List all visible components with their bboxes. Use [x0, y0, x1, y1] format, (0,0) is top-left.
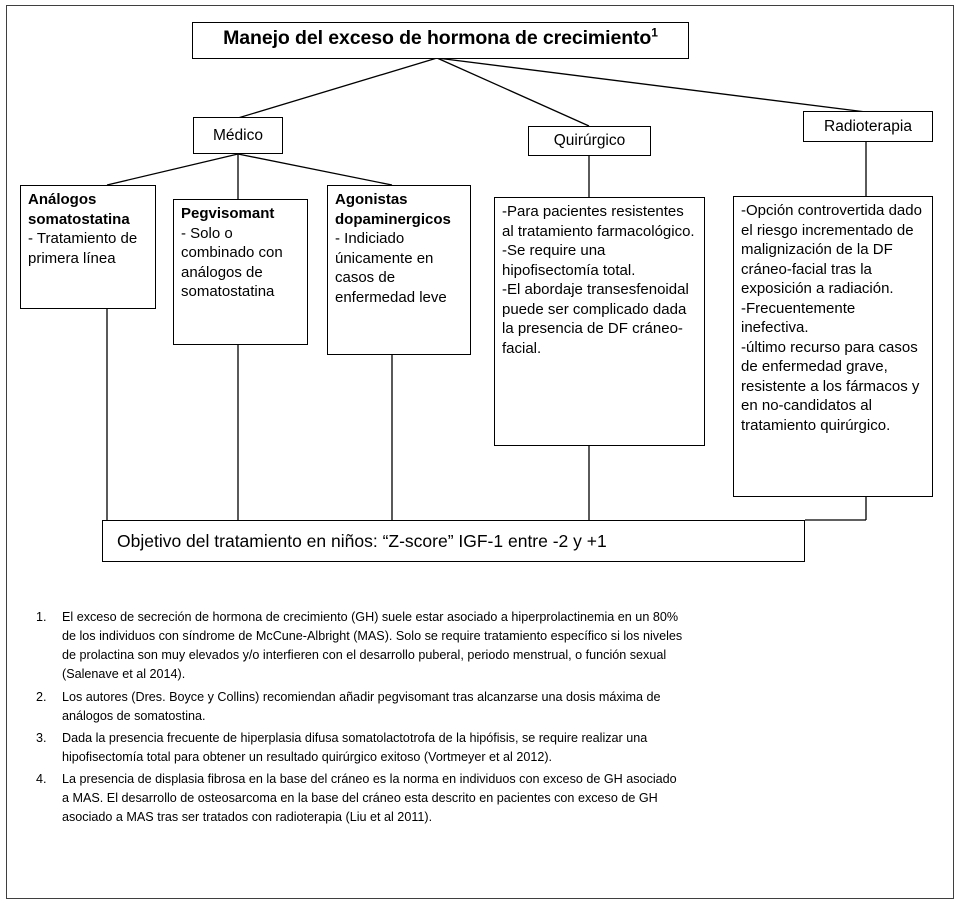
leaf-heading: Análogos somatostatina: [28, 191, 130, 228]
branch-label-radioterapia: Radioterapia: [824, 117, 912, 135]
footnote-number: 1.: [36, 610, 47, 624]
title-superscript: 1: [651, 25, 658, 40]
title-text: Manejo del exceso de hormona de crecimie…: [223, 27, 652, 49]
node-branch-radioterapia[interactable]: Radioterapia: [803, 111, 933, 142]
branch-label-quirurgico: Quirúrgico: [553, 132, 626, 149]
goal-text: Objetivo del tratamiento en niños: “Z-sc…: [117, 530, 607, 551]
leaf-heading: Pegvisomant: [181, 205, 275, 222]
footnote-text: El exceso de secreción de hormona de cre…: [62, 610, 683, 682]
node-analogos-somatostatina[interactable]: Análogos somatostatina - Tratamiento de …: [20, 185, 156, 309]
footnote-item: 3. Dada la presencia frecuente de hiperp…: [36, 729, 684, 767]
node-title: Manejo del exceso de hormona de crecimie…: [192, 22, 689, 59]
footnote-list: 1. El exceso de secreción de hormona de …: [36, 608, 684, 831]
leaf-body: - Solo o combinado con análogos de somat…: [181, 224, 283, 301]
branch-label-medico: Médico: [213, 126, 263, 144]
leaf-body: -Opción controvertida dado el riesgo inc…: [741, 202, 922, 434]
leaf-body: - Tratamiento de primera línea: [28, 230, 138, 267]
footnote-item: 2. Los autores (Dres. Boyce y Collins) r…: [36, 688, 684, 726]
node-pegvisomant[interactable]: Pegvisomant - Solo o combinado con análo…: [173, 199, 308, 345]
node-agonistas-dopaminergicos[interactable]: Agonistas dopaminergicos - Indiciado úni…: [327, 185, 471, 355]
leaf-body: - Indiciado únicamente en casos de enfer…: [335, 230, 447, 306]
footnote-number: 3.: [36, 730, 47, 745]
leaf-body: -Para pacientes resistentes al tratamien…: [502, 203, 695, 357]
leaf-heading: Agonistas dopaminergicos: [335, 191, 451, 228]
node-branch-quirurgico[interactable]: Quirúrgico: [528, 126, 651, 156]
footnote-item: 1. El exceso de secreción de hormona de …: [36, 608, 684, 685]
footnote-item: 4. La presencia de displasia fibrosa en …: [36, 770, 684, 827]
footnote-number: 4.: [36, 772, 47, 787]
footnote-number: 2.: [36, 689, 47, 704]
footnote-text: La presencia de displasia fibrosa en la …: [62, 772, 677, 825]
footnote-text: Los autores (Dres. Boyce y Collins) reco…: [62, 689, 661, 723]
node-radioterapia-detalle[interactable]: -Opción controvertida dado el riesgo inc…: [733, 196, 933, 497]
node-branch-medico[interactable]: Médico: [193, 117, 283, 154]
node-goal-bar: Objetivo del tratamiento en niños: “Z-sc…: [102, 520, 805, 562]
footnote-text: Dada la presencia frecuente de hiperplas…: [62, 730, 648, 764]
node-quirurgico-detalle[interactable]: -Para pacientes resistentes al tratamien…: [494, 197, 705, 446]
